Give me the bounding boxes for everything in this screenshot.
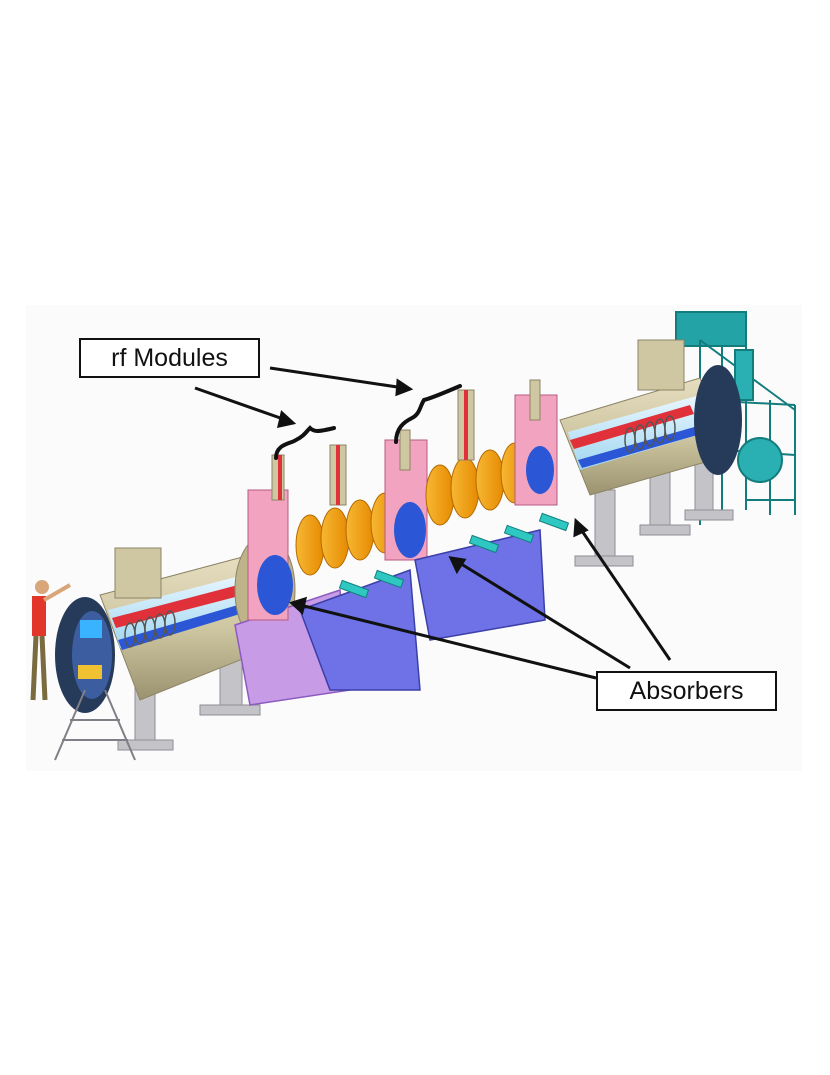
rf-module-1 [247,444,400,621]
right-solenoid-cryostat [559,339,742,496]
cooling-channel-illustration [26,305,802,771]
absorbers-label-text: Absorbers [629,676,744,705]
absorbers-label: Absorbers [596,671,777,711]
teal-clamps [338,512,570,599]
rf-module-braces [274,384,462,460]
callout-arrows [194,366,672,680]
rf-modules-label: rf Modules [79,338,260,378]
rf-modules-label-text: rf Modules [111,343,228,372]
left-end-flange [54,597,136,761]
person-figure [30,580,71,701]
rf-module-2 [384,379,558,641]
